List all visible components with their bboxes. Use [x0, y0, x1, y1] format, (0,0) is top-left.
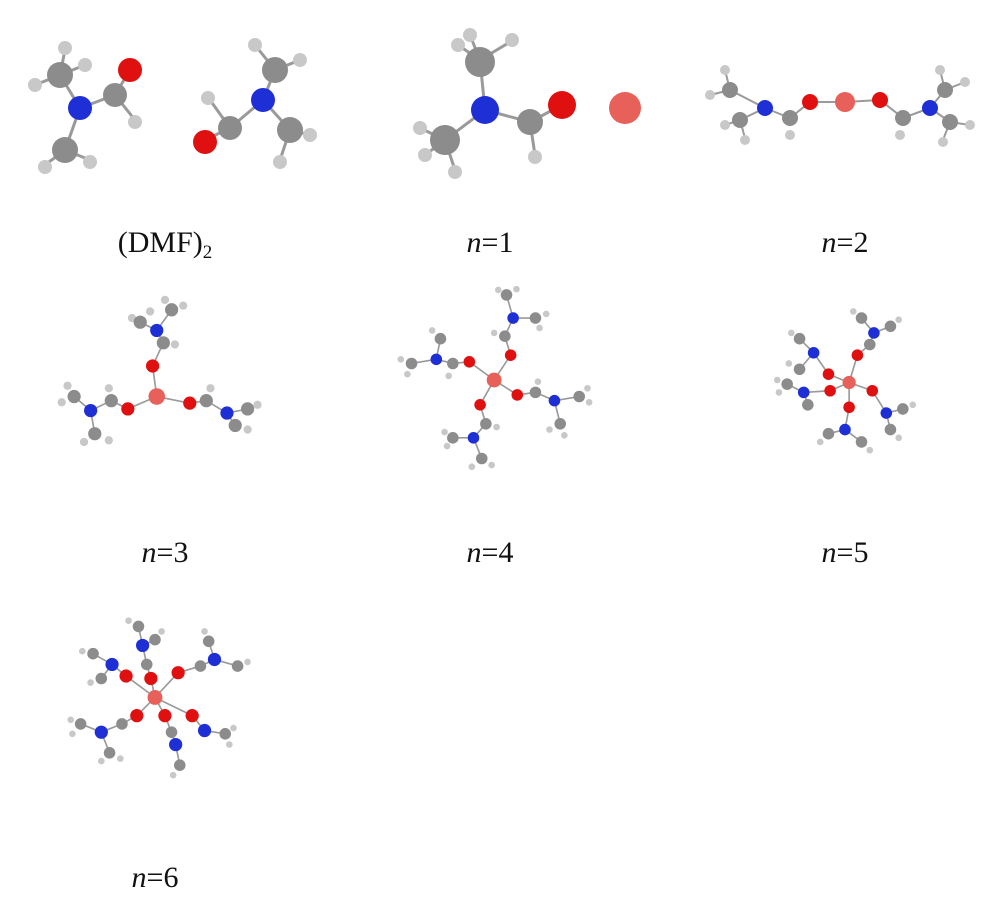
panel-n2: n=2	[695, 20, 995, 260]
panel-caption: n=5	[821, 536, 869, 569]
panel-dmf-dimer: (DMF)2	[15, 20, 317, 263]
panel-caption: n=4	[466, 536, 514, 569]
panel-caption: n=2	[821, 226, 869, 259]
n2-structure	[705, 65, 975, 147]
n5-structure	[773, 308, 917, 454]
atom-group	[773, 308, 917, 454]
atom-group	[67, 617, 251, 779]
n3-structure	[57, 295, 262, 447]
dmf-dimer-structure	[28, 38, 317, 174]
n4-structure	[397, 285, 593, 471]
panel-n1: n=1	[340, 20, 641, 260]
panel-caption: n=6	[131, 861, 179, 894]
atom-group	[28, 38, 317, 174]
panel-n6: n=6	[5, 600, 305, 894]
atom-group	[397, 285, 593, 471]
panel-n3: n=3	[15, 285, 315, 569]
panel-n4: n=4	[340, 285, 640, 569]
n6-structure	[67, 617, 251, 779]
atom-group	[705, 65, 975, 147]
panel-caption: (DMF)2	[117, 226, 213, 263]
atom-group	[413, 28, 641, 179]
atom-group	[57, 295, 262, 447]
panel-caption: n=3	[141, 536, 189, 569]
n1-structure	[413, 28, 641, 179]
panel-caption: n=1	[466, 226, 514, 259]
panel-n5: n=5	[695, 285, 995, 569]
